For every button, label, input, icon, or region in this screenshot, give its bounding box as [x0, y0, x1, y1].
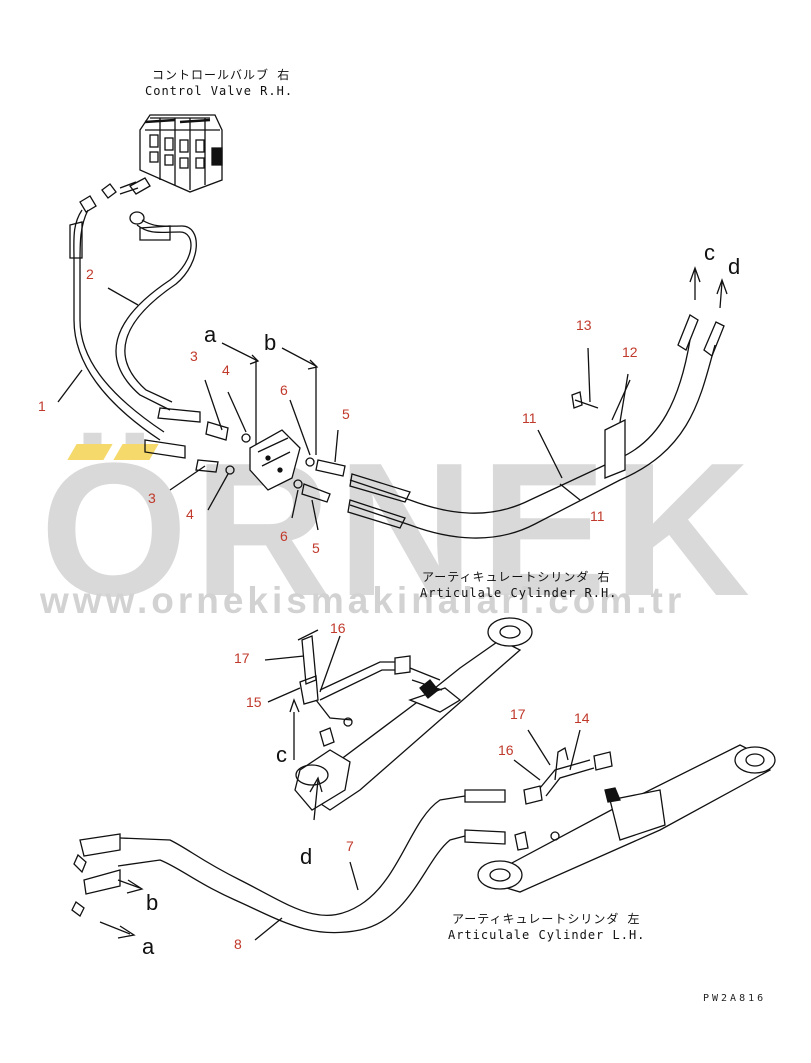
- part-number-17: 17: [234, 650, 250, 666]
- part-number-6: 6: [280, 382, 288, 398]
- part-number-7: 7: [346, 838, 354, 854]
- part-number-17: 17: [510, 706, 526, 722]
- articulate-lh-label-jp: アーティキュレートシリンダ 左: [452, 912, 641, 926]
- watermark-url: www.ornekismakinalari.com.tr: [40, 580, 686, 621]
- part-number-3: 3: [148, 490, 156, 506]
- part-number-5: 5: [342, 406, 350, 422]
- pointer-d: d: [300, 844, 313, 869]
- part-number-16: 16: [498, 742, 514, 758]
- pointer-a: a: [204, 322, 217, 347]
- control-valve-label-jp: コントロールバルブ 右: [152, 68, 291, 82]
- part-number-3: 3: [190, 348, 198, 364]
- part-number-2: 2: [86, 266, 94, 282]
- part-number-14: 14: [574, 710, 590, 726]
- articulate-rh-label-en: Articulale Cylinder R.H.: [420, 586, 618, 600]
- part-number-13: 13: [576, 317, 592, 333]
- part-number-12: 12: [622, 344, 638, 360]
- articulate-cylinder-rh: [294, 617, 533, 811]
- articulate-rh-label-jp: アーティキュレートシリンダ 右: [422, 570, 611, 584]
- part-number-1: 1: [38, 398, 46, 414]
- watermark-brand: ÖRNEK: [40, 424, 757, 636]
- part-number-11: 11: [590, 508, 605, 524]
- part-number-8: 8: [234, 936, 242, 952]
- part-number-5: 5: [312, 540, 320, 556]
- pointer-d: d: [728, 254, 741, 279]
- part-number-11: 11: [522, 410, 537, 426]
- articulate-cylinder-lh: [477, 744, 776, 893]
- control-valve-label-en: Control Valve R.H.: [145, 84, 294, 98]
- part-number-6: 6: [280, 528, 288, 544]
- pointer-b: b: [146, 890, 159, 915]
- pointer-c: c: [704, 240, 715, 265]
- part-number-15: 15: [246, 694, 262, 710]
- articulate-lh-label-en: Articulale Cylinder L.H.: [448, 928, 646, 942]
- pointer-b: b: [264, 330, 277, 355]
- drawing-code: PW2A816: [703, 993, 767, 1004]
- control-valve-rh: [139, 114, 223, 193]
- pointer-a: a: [142, 934, 155, 959]
- part-number-4: 4: [222, 362, 230, 378]
- part-number-16: 16: [330, 620, 346, 636]
- pointer-c: c: [276, 742, 287, 767]
- part-number-4: 4: [186, 506, 194, 522]
